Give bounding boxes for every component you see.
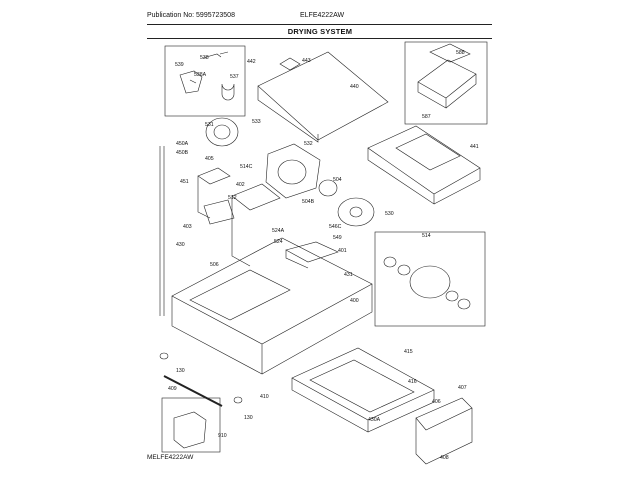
label-441: 441 — [470, 144, 479, 150]
inset-ring-4 — [457, 298, 471, 310]
condenser-fins-part — [309, 359, 415, 413]
label-402: 402 — [236, 182, 245, 188]
label-409: 409 — [168, 386, 177, 392]
label-549: 549 — [333, 235, 342, 241]
inset-motor-body — [409, 265, 451, 299]
label-430: 430 — [176, 242, 185, 248]
condenser-part — [291, 347, 435, 433]
label-538: 538 — [200, 55, 209, 61]
blower-wheel-part — [205, 117, 239, 147]
label-400: 400 — [350, 298, 359, 304]
inset-ring-1 — [383, 256, 397, 268]
label-588: 588 — [456, 50, 465, 56]
label-514c: 514C — [240, 164, 253, 170]
foot-part-2 — [233, 396, 243, 404]
capacitor-part — [221, 83, 235, 101]
blower-wheel-hub — [213, 124, 231, 140]
base-grid-part — [189, 269, 291, 321]
model-number: ELFE4222AW — [300, 12, 345, 19]
heater-box-part — [197, 167, 231, 219]
pump-inset-box — [161, 397, 221, 453]
label-451: 451 — [180, 179, 189, 185]
label-415: 415 — [404, 349, 413, 355]
thermostat-part — [203, 199, 235, 225]
label-407: 407 — [458, 385, 467, 391]
label-539: 539 — [175, 62, 184, 68]
label-514: 514 — [422, 233, 431, 239]
label-406: 406 — [432, 399, 441, 405]
label-537: 537 — [230, 74, 239, 80]
label-546c: 546C — [329, 224, 342, 230]
filter-housing-part — [367, 125, 481, 205]
page-title: DRYING SYSTEM — [287, 27, 353, 36]
label-531: 531 — [205, 122, 214, 128]
pulley-part — [318, 179, 338, 197]
fan-wheel-hub — [349, 206, 363, 218]
label-405: 405 — [205, 156, 214, 162]
label-416: 416 — [408, 379, 417, 385]
label-532: 532 — [304, 141, 313, 147]
label-401: 401 — [338, 248, 347, 254]
label-512: 512 — [228, 195, 237, 201]
diagram-code: MELFE4222AW — [147, 454, 194, 461]
bearing-part — [279, 57, 301, 71]
condenser-housing-part — [231, 183, 281, 267]
control-board-part — [417, 59, 477, 109]
label-408: 408 — [440, 455, 449, 461]
label-403: 403 — [183, 224, 192, 230]
label-410: 410 — [260, 394, 269, 400]
hose-part — [163, 375, 223, 407]
label-450b: 450B — [176, 150, 189, 156]
label-587: 587 — [422, 114, 431, 120]
label-504b: 504B — [302, 199, 315, 205]
label-910: 910 — [218, 433, 227, 439]
label-506: 506 — [210, 262, 219, 268]
foot-part — [159, 352, 169, 360]
publication-number: Publication No: 5995723508 — [147, 12, 235, 19]
motor-sensor-inset-box — [164, 45, 246, 117]
label-524a: 524A — [272, 228, 285, 234]
sensor-part — [179, 70, 203, 94]
filter-screen-part — [395, 133, 461, 171]
inset-ring-2 — [397, 264, 411, 276]
header-divider-top — [147, 24, 492, 25]
label-504: 504 — [333, 177, 342, 183]
duct-part — [257, 51, 389, 143]
label-450a: 450A — [176, 141, 189, 147]
header-divider-bottom — [147, 38, 492, 39]
label-431: 431 — [344, 272, 353, 278]
board-cover-part — [429, 43, 471, 63]
fan-wheel-part — [337, 197, 375, 227]
label-130-top: 130 — [176, 368, 185, 374]
inset-ring-3 — [445, 290, 459, 302]
frame-rail-part — [159, 146, 165, 316]
label-538a: 538A — [194, 72, 207, 78]
label-130-bottom: 130 — [244, 415, 253, 421]
label-530: 530 — [385, 211, 394, 217]
label-442: 442 — [247, 59, 256, 65]
cover-part — [285, 241, 339, 269]
motor-rotor — [277, 159, 307, 185]
label-430a: 430A — [368, 417, 381, 423]
label-524: 524 — [274, 239, 283, 245]
base-assembly-part — [171, 237, 373, 375]
label-440: 440 — [350, 84, 359, 90]
motor-assembly-inset-box — [374, 231, 486, 327]
harness-part — [202, 51, 229, 59]
motor-part — [265, 143, 321, 199]
pump-part — [173, 411, 207, 449]
panel-part — [415, 397, 473, 465]
control-board-inset-box — [404, 41, 488, 125]
label-443: 443 — [302, 58, 311, 64]
label-533: 533 — [252, 119, 261, 125]
